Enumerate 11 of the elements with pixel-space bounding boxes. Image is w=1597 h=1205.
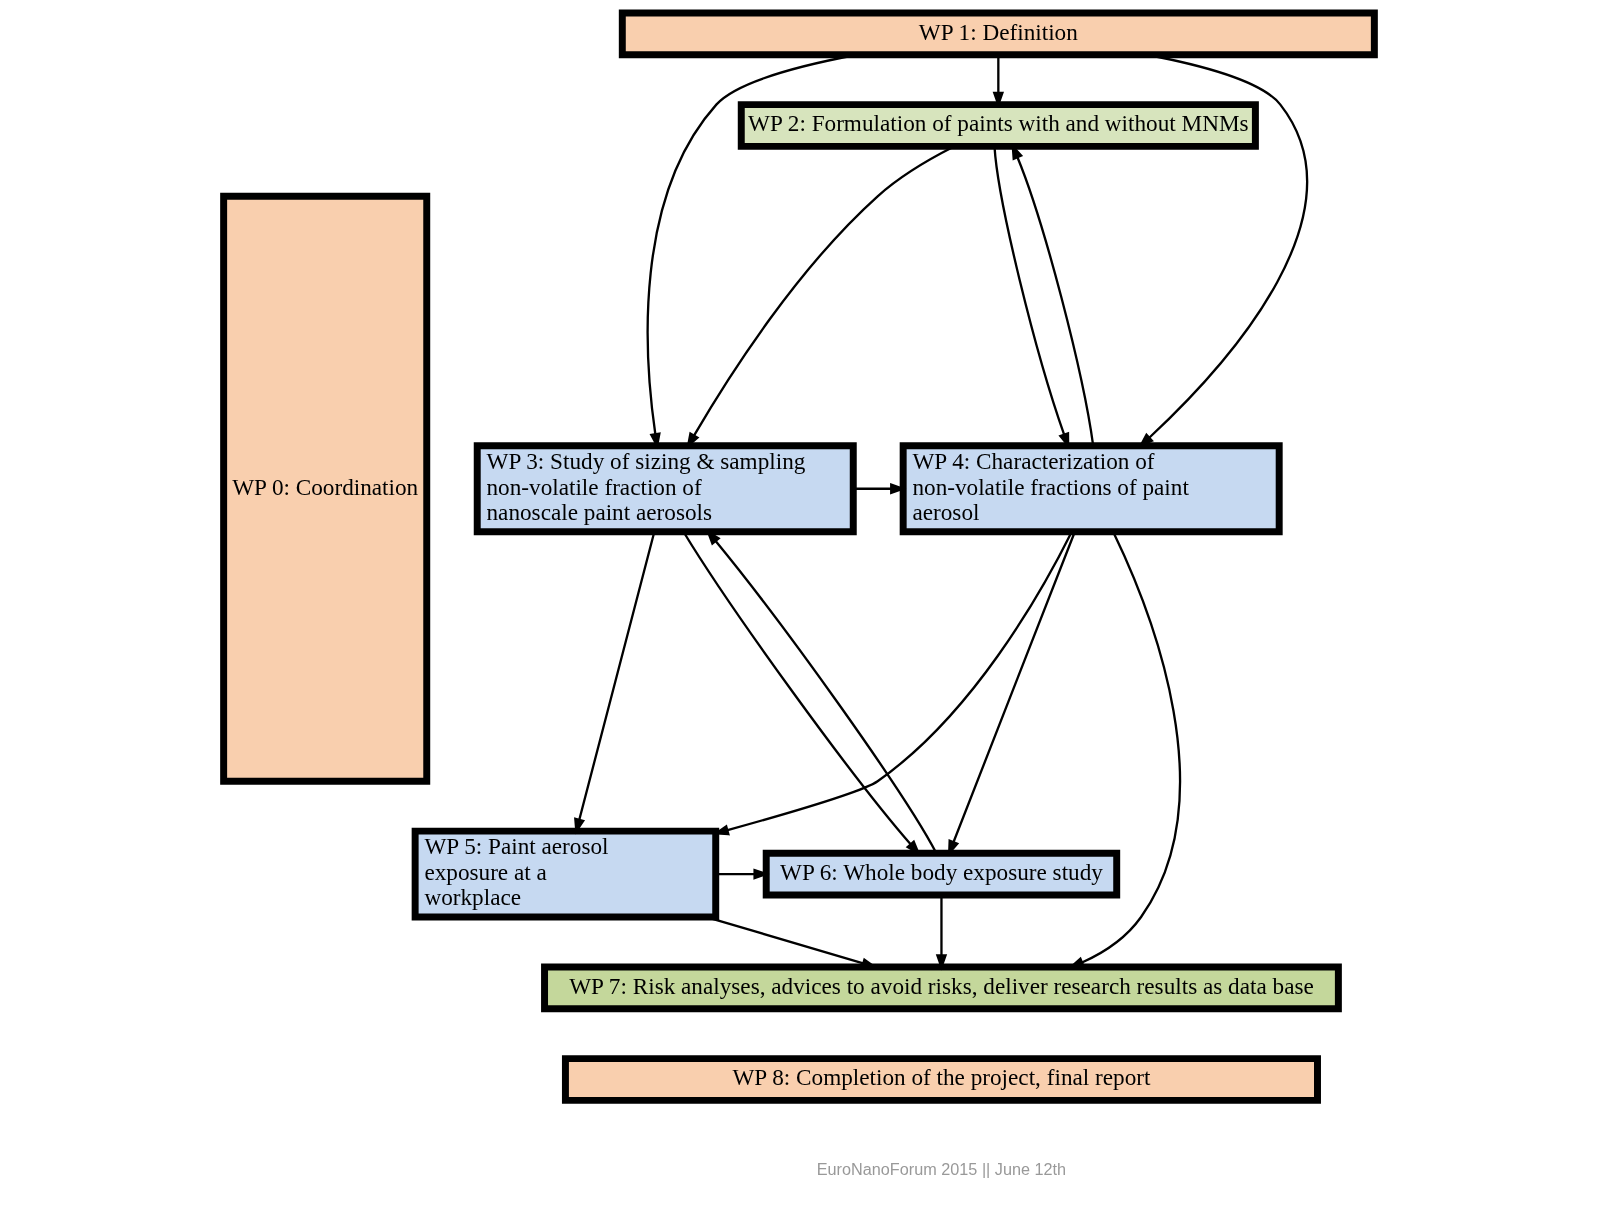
node-box: WP 7: Risk analyses, advices to avoid risks, deliver research results as data base xyxy=(540,963,1342,1013)
node-box: WP 6: Whole body exposure study xyxy=(762,849,1120,899)
node-box: WP 4: Characterization of non-volatile fractions of paint aerosol xyxy=(899,442,1283,536)
node-box: WP 8: Completion of the project, final report xyxy=(561,1055,1321,1104)
node-box: WP 0: Coordination xyxy=(219,192,430,785)
node-box: WP 2: Formulation of paints with and without MNMs xyxy=(737,101,1259,150)
node-box: WP 3: Study of sizing & sampling non-volatile fraction of nanoscale paint aerosols xyxy=(473,442,857,536)
node-box: WP 5: Paint aerosol exposure at a workplace xyxy=(411,827,719,921)
node-box: WP 1: Definition xyxy=(618,9,1378,59)
arrow xyxy=(935,895,947,971)
label: EuroNanoForum 2015 || June 12th xyxy=(816,1160,1066,1179)
